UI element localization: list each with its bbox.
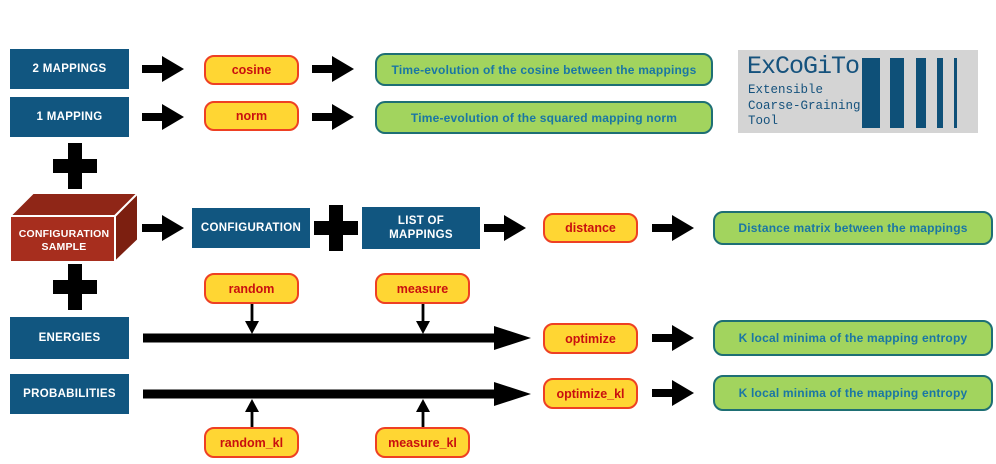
- configuration-sample-line2: SAMPLE: [41, 241, 87, 253]
- list-of-mappings-line2: MAPPINGS: [389, 229, 453, 241]
- logo-subtitle: Extensible Coarse-Graining Tool: [748, 83, 861, 130]
- arrow-right-icon: [142, 55, 184, 83]
- output-distance: Distance matrix between the mappings: [713, 211, 993, 245]
- tool-norm: norm: [204, 101, 299, 131]
- configuration-sample-label: CONFIGURATION SAMPLE: [14, 221, 114, 261]
- output-norm: Time-evolution of the squared mapping no…: [375, 101, 713, 134]
- plus-icon: [53, 143, 97, 189]
- configuration-sample-line1: CONFIGURATION: [18, 228, 110, 240]
- node-two-mappings: 2 MAPPINGS: [10, 49, 129, 89]
- configuration-sample-box: [8, 190, 144, 266]
- node-one-mapping: 1 MAPPING: [10, 97, 129, 137]
- arrow-up-icon: [244, 399, 260, 429]
- arrow-right-icon: [484, 214, 526, 242]
- list-of-mappings-line1: LIST OF: [397, 215, 445, 227]
- node-energies: ENERGIES: [10, 317, 129, 359]
- arrow-right-icon: [652, 379, 694, 407]
- tool-cosine: cosine: [204, 55, 299, 85]
- node-list-of-mappings: LIST OF MAPPINGS: [362, 207, 480, 249]
- plus-icon: [314, 205, 358, 251]
- arrow-down-icon: [244, 304, 260, 334]
- logo-bar-icon: [954, 58, 957, 128]
- tool-measure-kl: measure_kl: [375, 427, 470, 458]
- plus-icon: [53, 264, 97, 310]
- node-configuration: CONFIGURATION: [192, 208, 310, 248]
- arrow-right-long-icon: [143, 381, 531, 407]
- tool-distance: distance: [543, 213, 638, 243]
- output-cosine: Time-evolution of the cosine between the…: [375, 53, 713, 86]
- arrow-right-icon: [652, 214, 694, 242]
- tool-random: random: [204, 273, 299, 304]
- logo-subtitle-line: Coarse-Graining: [748, 98, 861, 113]
- tool-optimize-kl: optimize_kl: [543, 378, 638, 409]
- arrow-right-icon: [142, 214, 184, 242]
- arrow-right-icon: [312, 55, 354, 83]
- logo-title: ExCoGiTo: [747, 52, 860, 81]
- arrow-up-icon: [415, 399, 431, 429]
- logo-bar-icon: [916, 58, 926, 128]
- logo-bar-icon: [890, 58, 904, 128]
- tool-random-kl: random_kl: [204, 427, 299, 458]
- tool-optimize: optimize: [543, 323, 638, 354]
- excogito-logo: ExCoGiTo Extensible Coarse-Graining Tool: [738, 50, 978, 133]
- logo-subtitle-line: Extensible: [748, 83, 824, 97]
- arrow-down-icon: [415, 304, 431, 334]
- output-optimize-kl: K local minima of the mapping entropy: [713, 375, 993, 411]
- arrow-right-icon: [652, 324, 694, 352]
- tool-measure: measure: [375, 273, 470, 304]
- output-optimize: K local minima of the mapping entropy: [713, 320, 993, 356]
- arrow-right-icon: [312, 103, 354, 131]
- arrow-right-icon: [142, 103, 184, 131]
- logo-bar-icon: [937, 58, 943, 128]
- arrow-right-long-icon: [143, 325, 531, 351]
- node-probabilities: PROBABILITIES: [10, 374, 129, 414]
- logo-subtitle-line: Tool: [748, 114, 779, 128]
- logo-bar-icon: [862, 58, 880, 128]
